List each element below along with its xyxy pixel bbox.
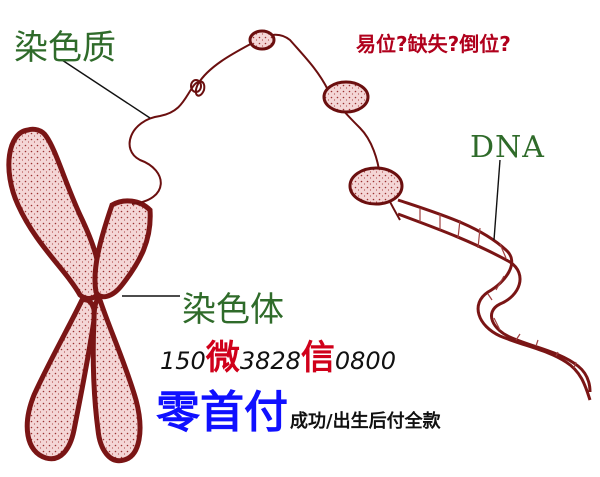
chromosome-arm-right-top xyxy=(92,198,153,300)
leader-line-chromatin xyxy=(61,59,151,119)
label-mutation-question: 易位?缺失?倒位? xyxy=(356,32,511,56)
dna-helix xyxy=(397,198,592,401)
contact-part-4: 信 xyxy=(300,338,335,378)
nucleosome-1 xyxy=(248,29,276,51)
nucleosome-2 xyxy=(322,80,370,114)
chromosome-shape xyxy=(6,126,153,464)
promo-banner: 零首付成功/出生后付全款 xyxy=(156,376,441,440)
label-chromatin: 染色质 xyxy=(14,28,116,68)
label-dna: DNA xyxy=(470,130,545,165)
contact-part-3: 3828 xyxy=(239,347,301,375)
contact-number: 150微3828信0800 xyxy=(160,330,396,379)
contact-part-1: 150 xyxy=(160,347,206,375)
contact-part-2: 微 xyxy=(205,338,240,378)
chromosome-arm-left-top xyxy=(6,126,103,301)
promo-sub-text: 成功/出生后付全款 xyxy=(290,411,441,432)
label-chromosome: 染色体 xyxy=(182,290,284,330)
chromosome-arm-left-bottom xyxy=(24,297,97,462)
chromatin-fiber xyxy=(128,33,401,221)
contact-part-5: 0800 xyxy=(334,347,396,375)
leader-line-dna xyxy=(493,159,501,241)
chromosome-arm-right-bottom xyxy=(90,297,143,464)
promo-main-text: 零首付 xyxy=(156,387,288,438)
nucleosome-3 xyxy=(348,166,404,206)
nucleosome-small xyxy=(190,79,202,93)
